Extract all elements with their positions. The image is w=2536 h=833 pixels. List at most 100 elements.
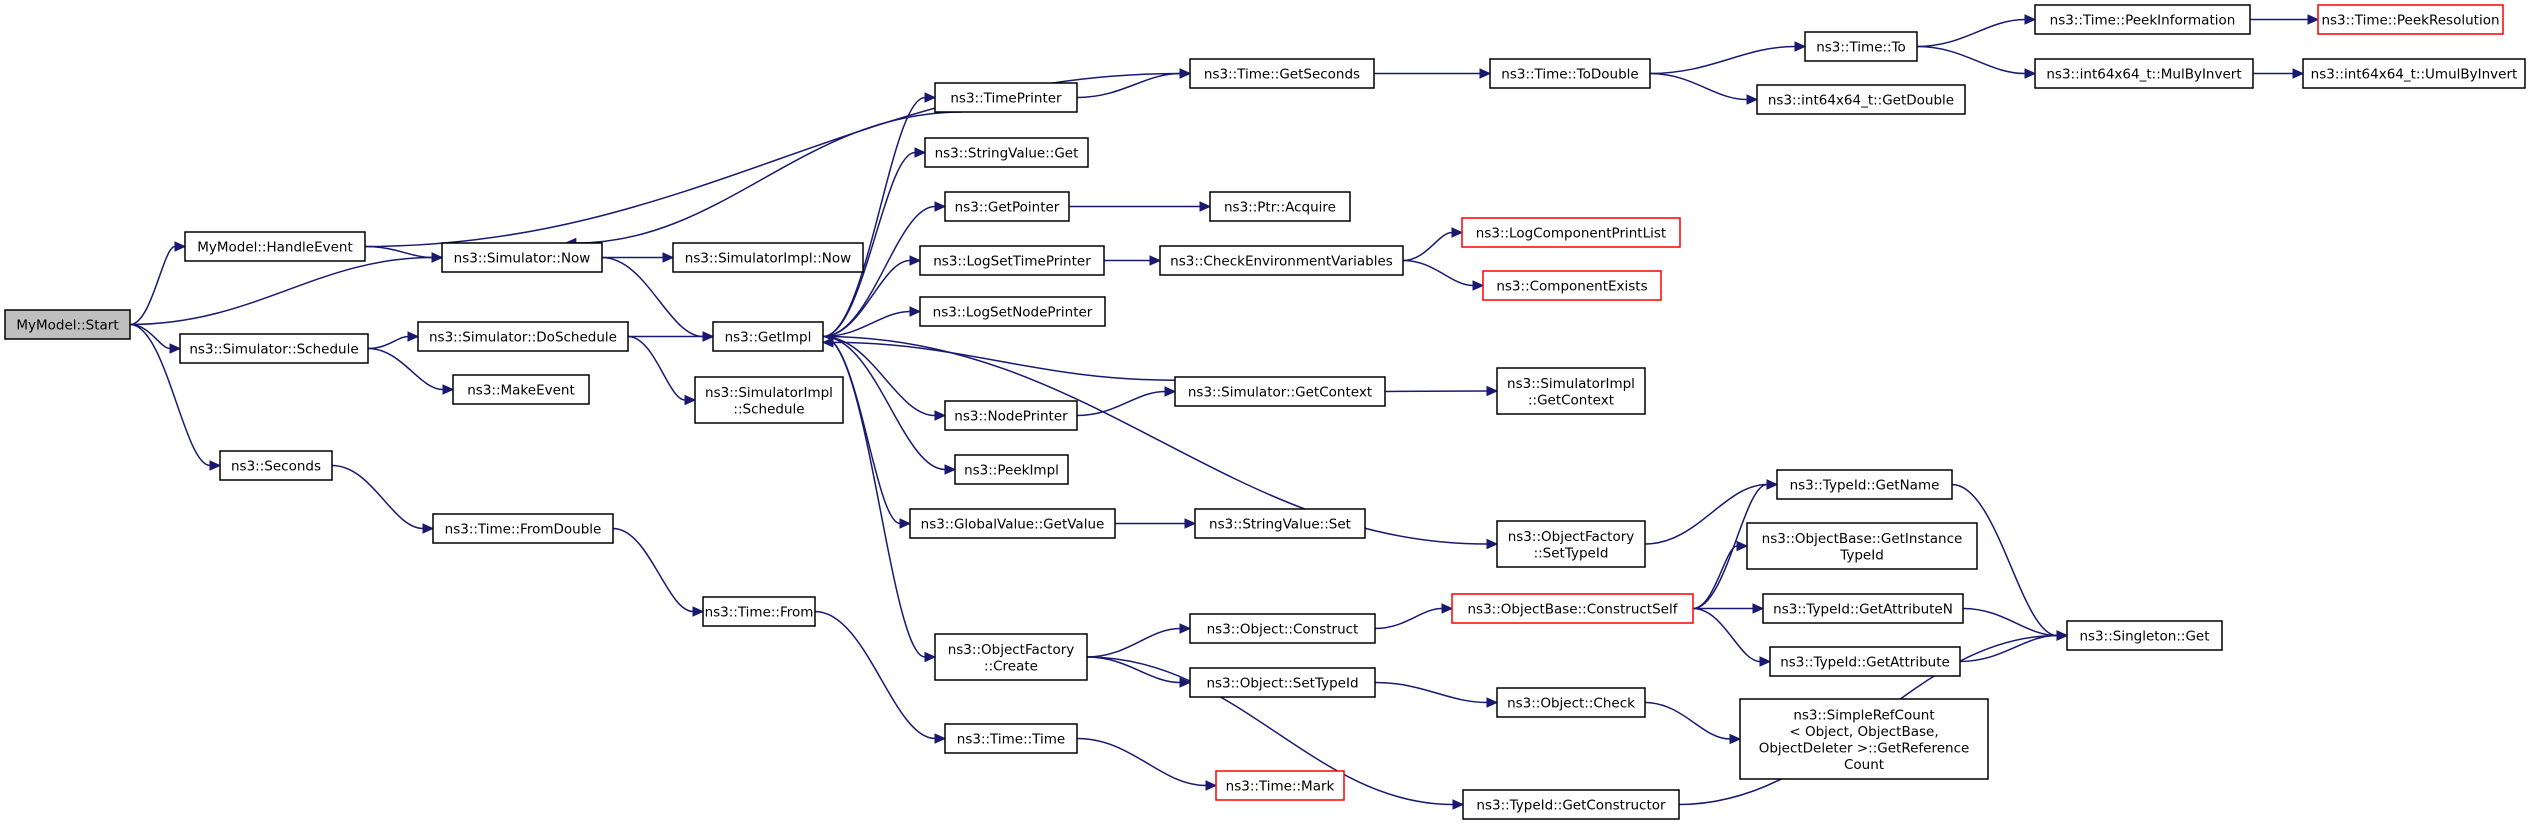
- node-label: ns3::Time::Time: [957, 732, 1065, 748]
- edge-timeto-to-mulbyinvert: [1916, 45, 2037, 79]
- arrowhead-icon: [914, 147, 927, 158]
- edge-getimpl-to-logsettimeprinter: [822, 255, 922, 338]
- node-schedule[interactable]: ns3::Simulator::Schedule: [179, 333, 369, 364]
- node-fromdouble[interactable]: ns3::Time::FromDouble: [432, 513, 614, 544]
- node-objconstruct[interactable]: ns3::Object::Construct: [1189, 613, 1376, 644]
- node-checkenv[interactable]: ns3::CheckEnvironmentVariables: [1159, 245, 1404, 276]
- arrowhead-icon: [899, 518, 912, 529]
- edge-line: [367, 335, 409, 350]
- node-label: ns3::TypeId::GetName: [1790, 478, 1940, 494]
- node-label: ObjectDeleter >::GetReference: [1759, 740, 1970, 756]
- node-simimplgetcontext[interactable]: ns3::SimulatorImpl::GetContext: [1496, 367, 1646, 415]
- node-stringvalueset[interactable]: ns3::StringValue::Set: [1194, 508, 1366, 539]
- node-mulbyinvert[interactable]: ns3::int64x64_t::MulByInvert: [2034, 58, 2254, 89]
- edge-getpointer-to-ptracquire: [1068, 201, 1212, 212]
- node-umulbyinvert[interactable]: ns3::int64x64_t::UmulByInvert: [2302, 58, 2526, 89]
- edge-line: [129, 323, 171, 350]
- node-constructself[interactable]: ns3::ObjectBase::ConstructSelf: [1451, 593, 1694, 624]
- node-label: ns3::Time::ToDouble: [1501, 67, 1638, 83]
- node-seconds[interactable]: ns3::Seconds: [219, 450, 333, 481]
- node-simimplnow[interactable]: ns3::SimulatorImpl::Now: [672, 242, 864, 273]
- node-label: ns3::SimulatorImpl::Now: [685, 251, 851, 267]
- node-simgetcontext[interactable]: ns3::Simulator::GetContext: [1174, 376, 1386, 407]
- edge-line: [1086, 627, 1181, 658]
- node-box: [184, 231, 366, 262]
- node-singletonget[interactable]: ns3::Singleton::Get: [2066, 620, 2223, 651]
- node-timemark[interactable]: ns3::Time::Mark: [1215, 770, 1345, 801]
- edge-line: [1086, 656, 1181, 684]
- node-getimpl[interactable]: ns3::GetImpl: [712, 321, 824, 352]
- edge-start-to-now: [129, 252, 444, 326]
- node-peekinformation[interactable]: ns3::Time::PeekInformation: [2034, 4, 2251, 35]
- node-label: ns3::GetPointer: [955, 200, 1060, 216]
- node-doschedule[interactable]: ns3::Simulator::DoSchedule: [417, 321, 629, 352]
- node-getconstructor[interactable]: ns3::TypeId::GetConstructor: [1462, 789, 1680, 820]
- arrowhead-icon: [662, 252, 675, 263]
- node-label: ns3::Simulator::DoSchedule: [429, 330, 617, 346]
- edge-objsettypeid-to-objcheck: [1374, 681, 1499, 708]
- node-label: ns3::int64x64_t::GetDouble: [1768, 93, 1954, 109]
- edge-line: [1951, 483, 2058, 637]
- node-logcompprint[interactable]: ns3::LogComponentPrintList: [1461, 217, 1681, 248]
- edge-todouble-to-timeto: [1649, 41, 1807, 75]
- node-ptracquire[interactable]: ns3::Ptr::Acquire: [1209, 191, 1351, 222]
- node-peekresolution[interactable]: ns3::Time::PeekResolution: [2317, 4, 2504, 35]
- node-peekimpl[interactable]: ns3::PeekImpl: [954, 454, 1069, 485]
- edge-start-to-seconds: [129, 323, 222, 471]
- edge-line: [1644, 483, 1768, 545]
- edge-line: [822, 335, 936, 417]
- node-int64getdouble[interactable]: ns3::int64x64_t::GetDouble: [1756, 84, 1966, 115]
- node-handleevent[interactable]: MyModel::HandleEvent: [184, 231, 366, 262]
- node-label: MyModel::HandleEvent: [197, 240, 353, 256]
- node-now[interactable]: ns3::Simulator::Now: [441, 242, 603, 273]
- node-nodeprinter[interactable]: ns3::NodePrinter: [944, 400, 1078, 431]
- node-getattribute[interactable]: ns3::TypeId::GetAttribute: [1769, 646, 1961, 677]
- node-globalvalueget[interactable]: ns3::GlobalValue::GetValue: [909, 508, 1116, 539]
- node-typeidgetname[interactable]: ns3::TypeId::GetName: [1776, 469, 1953, 500]
- node-box: [2034, 4, 2251, 35]
- node-timetime[interactable]: ns3::Time::Time: [944, 723, 1078, 754]
- node-simplerefcount[interactable]: ns3::SimpleRefCount< Object, ObjectBase,…: [1739, 698, 1989, 780]
- node-getpointer[interactable]: ns3::GetPointer: [944, 191, 1070, 222]
- edge-line: [1649, 45, 1796, 75]
- node-label: ::Create: [984, 658, 1038, 674]
- node-box: [1189, 613, 1376, 644]
- edge-line: [1086, 656, 1454, 806]
- node-objfactorysettypeid[interactable]: ns3::ObjectFactory::SetTypeId: [1496, 520, 1646, 568]
- node-label: ns3::TypeId::GetConstructor: [1476, 798, 1666, 814]
- node-logsetnodeprinter[interactable]: ns3::LogSetNodePrinter: [919, 296, 1106, 327]
- node-label: ns3::TimePrinter: [950, 91, 1062, 107]
- arrowhead-icon: [934, 733, 947, 744]
- node-simimplschedule[interactable]: ns3::SimulatorImpl::Schedule: [694, 376, 844, 424]
- node-timeprinter[interactable]: ns3::TimePrinter: [934, 82, 1078, 113]
- node-stringvalueget[interactable]: ns3::StringValue::Get: [924, 137, 1089, 168]
- node-objcheck[interactable]: ns3::Object::Check: [1496, 687, 1646, 718]
- node-makeevent[interactable]: ns3::MakeEvent: [452, 374, 590, 405]
- edge-line: [1692, 545, 1738, 610]
- edge-line: [612, 527, 694, 613]
- edge-line: [1916, 45, 2026, 75]
- node-box: [1482, 270, 1662, 301]
- node-logsettimeprinter[interactable]: ns3::LogSetTimePrinter: [919, 245, 1105, 276]
- node-todouble[interactable]: ns3::Time::ToDouble: [1489, 58, 1651, 89]
- node-box: [1461, 217, 1681, 248]
- arrowhead-icon: [1486, 385, 1499, 397]
- node-getattributen[interactable]: ns3::TypeId::GetAttributeN: [1762, 593, 1964, 624]
- edge-timeto-to-peekinformation: [1916, 14, 2037, 48]
- node-objsettypeid[interactable]: ns3::Object::SetTypeId: [1189, 667, 1376, 698]
- edge-peekinformation-to-peekresolution: [2250, 14, 2320, 25]
- edge-line: [1076, 390, 1166, 417]
- node-label: ns3::SimulatorImpl: [705, 385, 833, 401]
- node-getseconds[interactable]: ns3::Time::GetSeconds: [1189, 58, 1375, 89]
- edge-timetime-to-timemark: [1076, 737, 1218, 791]
- node-timeto[interactable]: ns3::Time::To: [1804, 31, 1918, 62]
- node-objfactorycreate[interactable]: ns3::ObjectFactory::Create: [934, 633, 1088, 681]
- node-timefrom[interactable]: ns3::Time::From: [702, 596, 816, 627]
- edge-globalvalueget-to-stringvalueset: [1115, 518, 1197, 529]
- node-start: MyModel::Start: [4, 309, 131, 340]
- node-label: ns3::Time::FromDouble: [445, 522, 602, 538]
- node-compexists[interactable]: ns3::ComponentExists: [1482, 270, 1662, 301]
- node-box: [1189, 667, 1376, 698]
